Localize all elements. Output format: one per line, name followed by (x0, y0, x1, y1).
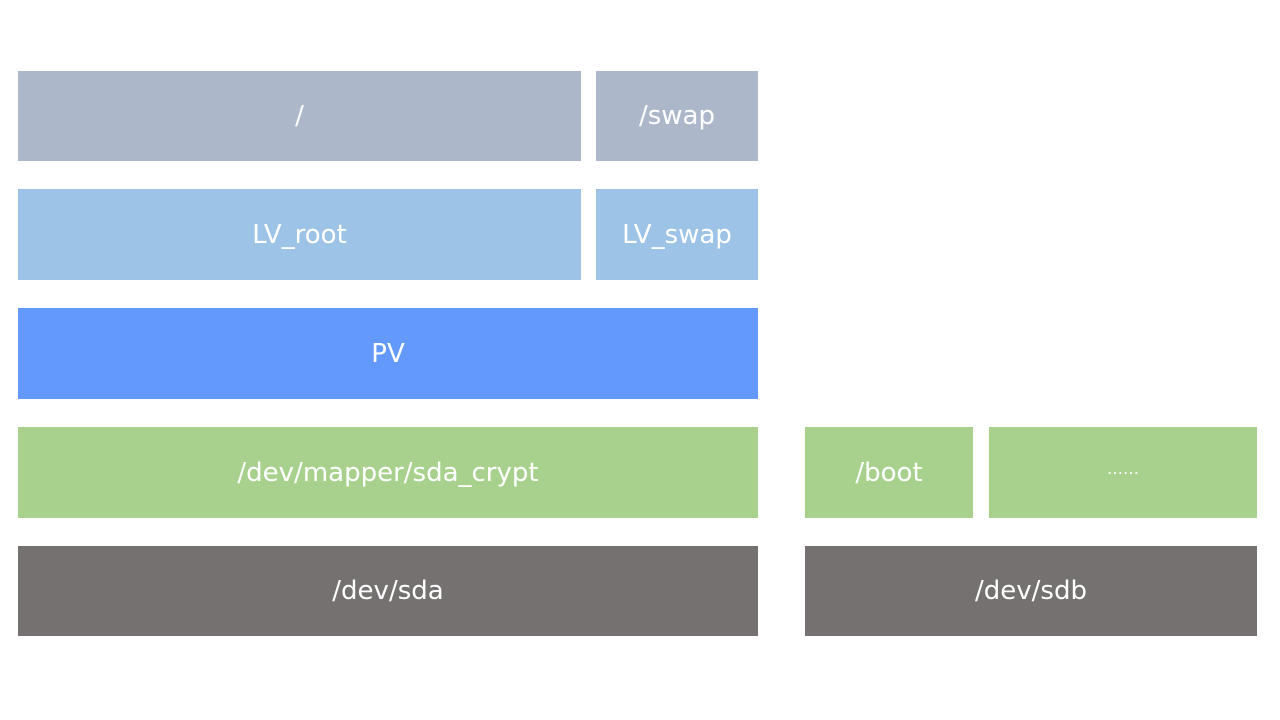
lv-swap-label: LV_swap (622, 219, 732, 250)
pv-block: PV (18, 308, 758, 399)
boot-partition-label: /boot (855, 457, 923, 488)
mount-root-block: / (18, 71, 581, 161)
crypt-partition-block: /dev/mapper/sda_crypt (18, 427, 758, 518)
other-partitions-label: …… (1107, 459, 1139, 478)
mount-swap-label: /swap (638, 101, 715, 131)
mount-swap-block: /swap (596, 71, 758, 161)
disk-sdb-label: /dev/sdb (975, 576, 1087, 606)
disk-sda-label: /dev/sda (332, 576, 444, 606)
disk-sda-block: /dev/sda (18, 546, 758, 636)
crypt-partition-label: /dev/mapper/sda_crypt (237, 457, 539, 488)
lv-root-label: LV_root (252, 219, 347, 250)
pv-label: PV (371, 338, 405, 369)
boot-partition-block: /boot (805, 427, 973, 518)
lv-swap-block: LV_swap (596, 189, 758, 280)
lv-root-block: LV_root (18, 189, 581, 280)
other-partitions-block: …… (989, 427, 1257, 518)
mount-root-label: / (295, 101, 304, 131)
disk-sdb-block: /dev/sdb (805, 546, 1257, 636)
